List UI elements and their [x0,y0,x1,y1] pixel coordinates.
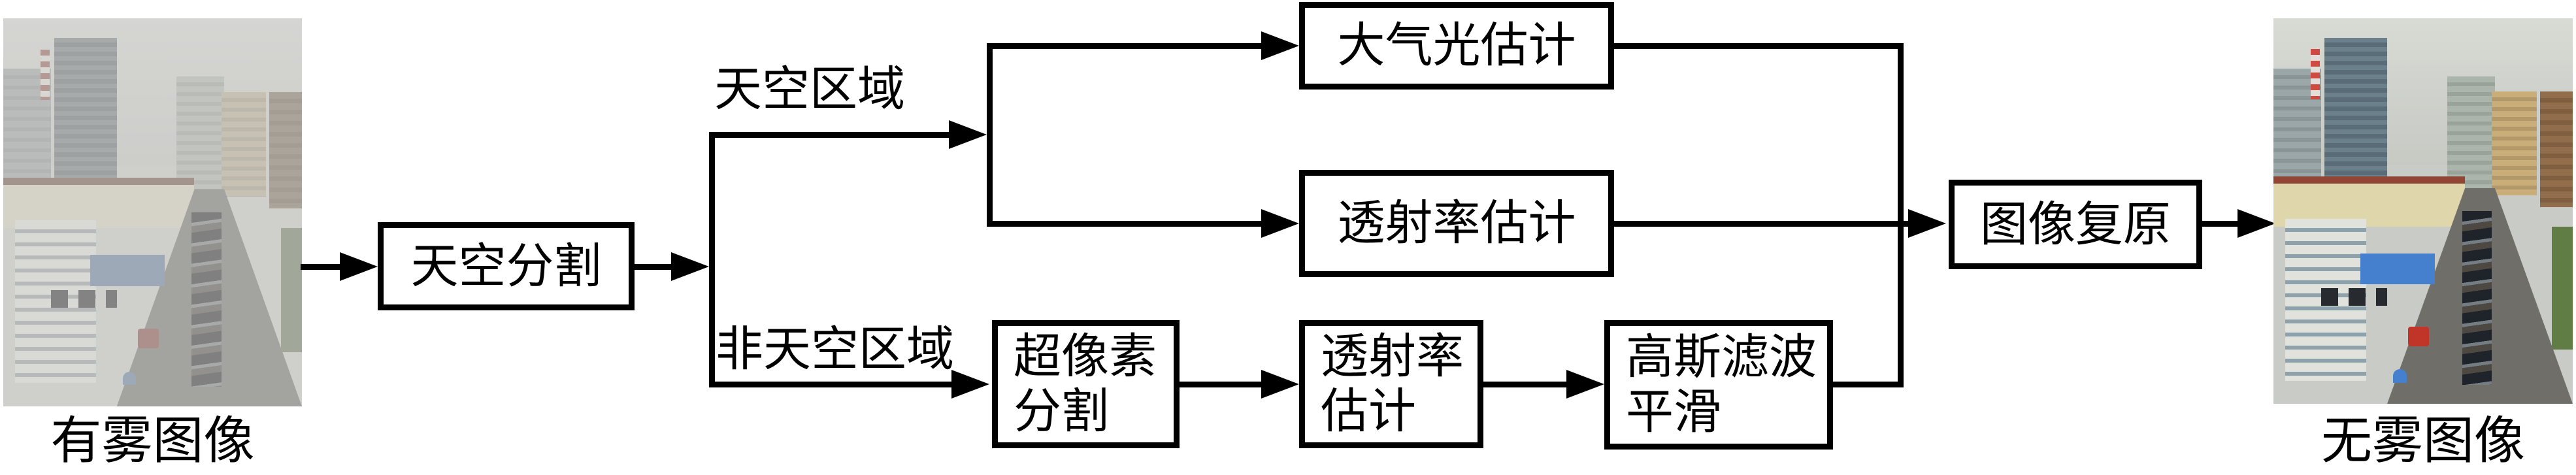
flow-line [1180,382,1263,387]
umbrella [122,371,137,385]
flow-line [709,382,953,387]
node-label: 大气光估计 [1337,19,1576,73]
non-sky-region-label: 非天空区域 [716,323,954,376]
red-car [2408,327,2430,346]
node-label: 透射率 估计 [1321,330,1464,438]
flow-line [1833,382,1904,387]
building [269,91,302,209]
blue-canopy [90,255,165,286]
dehazed-city-scene [2273,18,2573,404]
parked-cars [2462,211,2492,385]
arrowhead-icon [1261,370,1299,399]
office-tower [54,37,117,186]
flow-line [1614,43,1904,49]
flow-line [2202,221,2237,227]
arrowhead-icon [949,120,987,149]
grass-strip [281,227,302,352]
parked-cars [51,289,117,308]
flow-line [987,43,1261,49]
arrowhead-icon [1261,31,1299,60]
apartment-block [2273,176,2466,227]
building [3,69,52,193]
arrowhead-icon [1566,370,1604,399]
building [176,76,225,197]
flow-line [987,221,1261,227]
chimney [41,49,50,100]
flow-line [635,264,672,270]
grass-strip [2551,226,2573,350]
sky-region-label: 天空区域 [714,63,905,116]
branch-bracket [709,132,715,387]
node-label: 高斯滤波 平滑 [1626,331,1817,438]
red-car [137,329,159,348]
node-nonsky-transmittance-estimation: 透射率 估计 [1299,320,1483,448]
hazy-city-scene [3,18,302,406]
arrowhead-icon [1908,209,1946,238]
node-gaussian-filter-smoothing: 高斯滤波 平滑 [1604,320,1833,450]
dehazed-city-photo [2273,18,2573,404]
branch-bracket [987,43,993,227]
node-label: 透射率估计 [1337,197,1576,250]
output-image-caption: 无雾图像 [2320,412,2525,469]
input-image-caption: 有雾图像 [50,412,255,469]
office-tower [2324,37,2388,184]
parked-cars [191,212,222,387]
flow-line [1614,221,1908,227]
node-sky-transmittance-estimation: 透射率估计 [1299,170,1614,277]
office-building [15,220,96,384]
building [2492,91,2537,196]
node-atmospheric-light-estimation: 大气光估计 [1299,2,1614,90]
arrowhead-icon [340,252,378,281]
building [2539,91,2573,208]
hazy-city-photo [3,18,302,406]
parked-cars [2321,288,2388,306]
building [221,91,267,197]
merge-rail [1898,43,1904,387]
arrowhead-icon [951,370,989,399]
node-sky-segmentation: 天空分割 [378,222,635,310]
node-label: 天空分割 [410,239,602,293]
node-image-restoration: 图像复原 [1949,180,2202,269]
flow-line [709,132,949,138]
umbrella [2393,369,2407,383]
flow-line [301,264,341,270]
street [116,189,302,406]
sky [3,18,302,166]
node-label: 图像复原 [1980,197,2171,251]
arrowhead-icon [2237,209,2275,238]
blue-canopy [2360,253,2436,285]
node-superpixel-segmentation: 超像素 分割 [992,320,1180,448]
building [2447,76,2495,196]
chimney [2311,49,2320,99]
apartment-block [3,177,195,228]
arrowhead-icon [1261,209,1299,238]
node-label: 超像素 分割 [1014,330,1157,438]
arrowhead-icon [671,252,709,281]
flow-line [1483,382,1566,387]
